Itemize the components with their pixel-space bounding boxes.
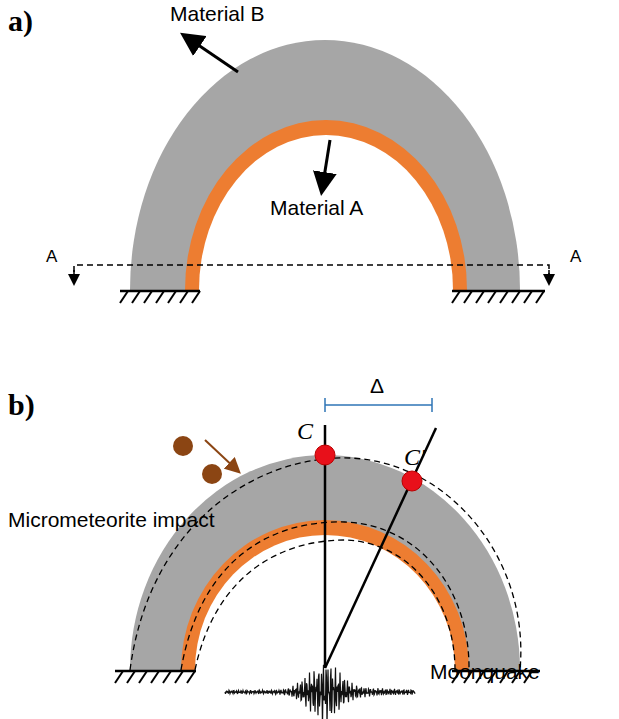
fixed-support [120, 291, 545, 303]
leader-arrow [322, 140, 330, 190]
micrometeorite [173, 436, 193, 456]
reference-lines [325, 425, 436, 668]
arch-a [130, 40, 520, 290]
micrometeorite [202, 464, 222, 484]
annotation: Micrometeorite impact [8, 508, 215, 531]
panel-label: a) [8, 4, 33, 37]
point-label: C′ [404, 444, 425, 470]
point-c-prime [402, 471, 422, 491]
leader-arrow [185, 36, 238, 72]
material-label: Material B [170, 2, 265, 25]
section-label: A [570, 248, 581, 267]
impact-arrow [205, 440, 238, 471]
point-label: C [297, 418, 313, 444]
point-c [315, 445, 335, 465]
material-label: Material A [270, 196, 363, 219]
section-line [74, 265, 549, 283]
panel-label: b) [8, 388, 35, 421]
annotation: Moonquake [430, 660, 540, 683]
seismogram [225, 665, 415, 719]
delta-bracket [325, 404, 432, 406]
dimension-label: Δ [370, 374, 384, 397]
section-label: A [46, 248, 57, 267]
